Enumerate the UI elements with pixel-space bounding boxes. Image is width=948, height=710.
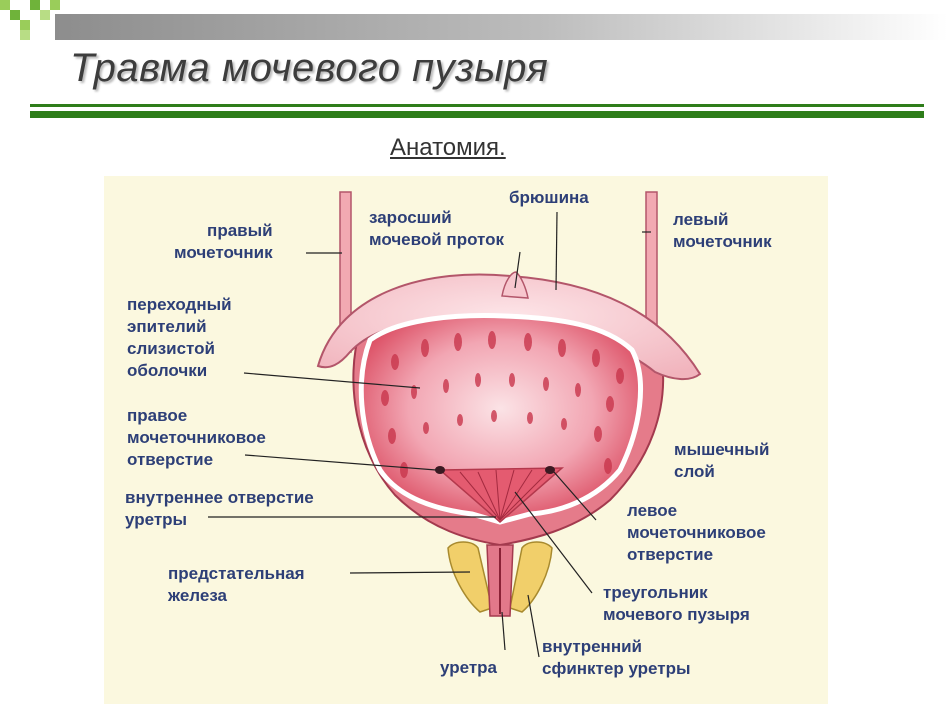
label-prostate: предстательная железа xyxy=(168,564,305,605)
pointer-lines xyxy=(208,211,651,658)
label-left-orifice: левое мочеточниковое отверстие xyxy=(627,501,766,564)
label-left-ureter: левый мочеточник xyxy=(673,210,772,251)
left-ureteral-orifice xyxy=(545,466,555,474)
page-subtitle: Анатомия. xyxy=(390,134,506,161)
title-underline-thin xyxy=(30,104,924,107)
label-internal-urethral-orifice: внутреннее отверстие уретры xyxy=(125,488,314,529)
trigone xyxy=(438,467,565,523)
label-urachus: заросший мочевой проток xyxy=(369,208,505,249)
label-trigone: треугольник мочевого пузыря xyxy=(603,583,750,624)
mucosal-folds xyxy=(381,331,624,478)
corner-decoration xyxy=(0,0,60,50)
label-urethra: уретра xyxy=(440,658,498,677)
label-epithelium: переходный эпителий слизистой оболочки xyxy=(127,295,232,380)
prostate-left xyxy=(447,541,493,613)
prostate-right xyxy=(509,541,553,613)
trigone-striations xyxy=(459,469,551,521)
header-gradient-bar xyxy=(55,14,948,40)
label-sphincter: внутренний сфинктер уретры xyxy=(542,637,691,678)
mucosa-cavity xyxy=(358,313,643,525)
label-muscle-layer: мышечный слой xyxy=(674,440,770,481)
page-title: Травма мочевого пузыря xyxy=(70,46,549,90)
label-right-ureter: правый мочеточник xyxy=(174,221,273,262)
title-underline-thick xyxy=(30,111,924,118)
corner-squares-icon xyxy=(0,0,60,40)
label-right-orifice: правое мочеточниковое отверстие xyxy=(127,406,266,469)
right-ureteral-orifice xyxy=(435,466,445,474)
label-peritoneum: брюшина xyxy=(509,188,589,207)
